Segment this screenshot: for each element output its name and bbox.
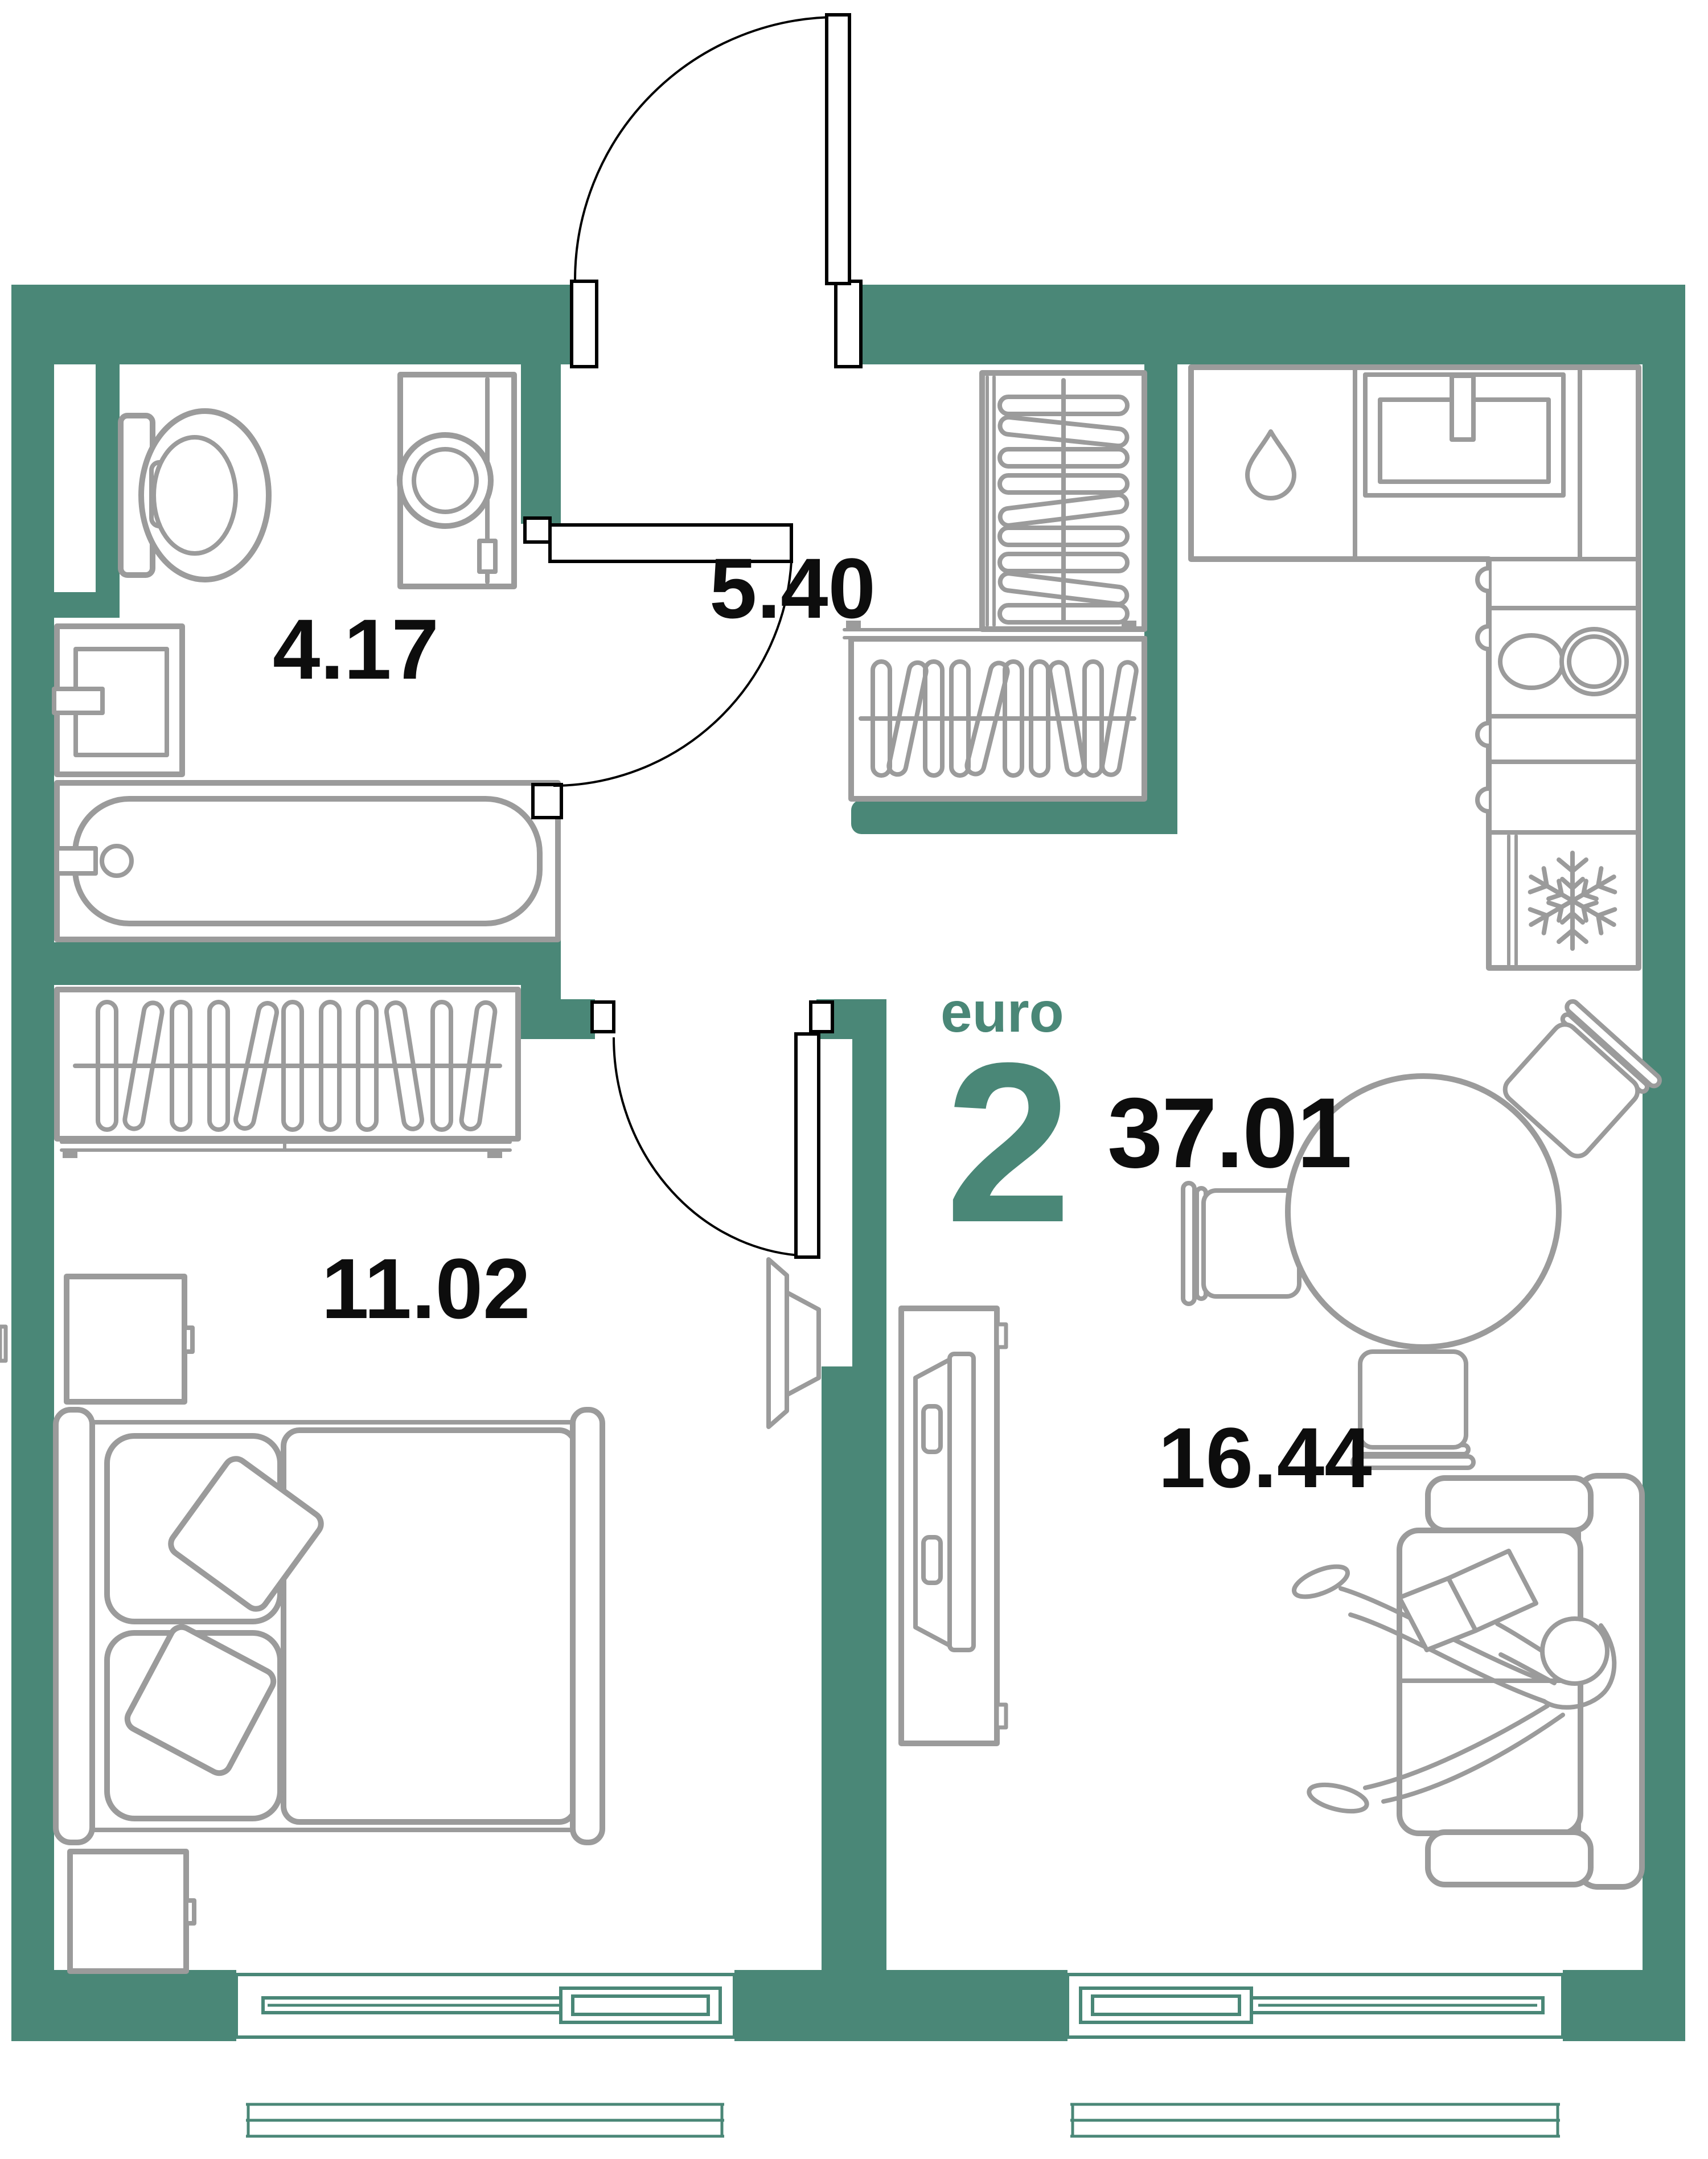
area-label-bedroom: 11.02 (321, 1241, 530, 1336)
bathroom-door-swing-arc (553, 561, 793, 787)
book (1397, 1549, 1538, 1652)
bed-footboard (570, 1407, 605, 1845)
bed-duvet (281, 1427, 578, 1825)
kitchen-counter (1188, 364, 1641, 971)
wall-top-left (11, 285, 596, 364)
dining-table (1285, 1073, 1562, 1350)
bed (53, 1407, 605, 1845)
wall-bottom-right (1563, 1970, 1685, 2041)
wall-living-partition-lower (822, 1366, 886, 2041)
walls (11, 285, 1685, 2041)
wall-left (11, 285, 54, 2041)
kitchen-sink (1363, 372, 1566, 498)
door-jamb (834, 280, 863, 368)
wall-bedroom-stub-left (521, 999, 595, 1039)
area-label-hallway: 5.40 (709, 540, 876, 636)
balcony-railing-right (1070, 2103, 1560, 2138)
bedroom-door (590, 1000, 834, 1259)
washbasin (52, 623, 185, 777)
entrance-door-swing-arc (574, 16, 839, 281)
droplet-icon (1245, 429, 1296, 500)
living-tv (913, 1352, 976, 1652)
entrance-door-leaf (825, 13, 851, 285)
unit-type-label: euro (941, 980, 1064, 1044)
bedroom-tv (0, 1257, 821, 1429)
unit-rooms-count: 2 (945, 1015, 1071, 1270)
washing-machine (397, 372, 517, 589)
stove-burners (1498, 627, 1629, 696)
pillow (104, 1433, 324, 1624)
area-label-living-kitchen: 16.44 (1158, 1410, 1372, 1505)
nightstand-upper (64, 1274, 195, 1405)
bedroom-door-swing-arc (613, 1037, 814, 1257)
entrance-door (570, 13, 863, 368)
wall-shaft-pilaster (96, 364, 120, 592)
window-living (1066, 1973, 1565, 2039)
wall-top-right (836, 285, 1685, 364)
wall-bottom-pier (734, 1970, 1068, 2041)
wall-kitchen-partition (1144, 364, 1177, 834)
door-jamb (531, 783, 563, 819)
wall-shaft-connector (54, 592, 120, 618)
window-bedroom (235, 1973, 736, 2039)
unit-total-area: 37.01 (1107, 1078, 1351, 1189)
area-label-bathroom: 4.17 (273, 601, 439, 697)
dining-chair-2 (1183, 1183, 1299, 1304)
person-reading (1292, 1549, 1617, 1814)
door-jamb (523, 516, 552, 544)
bedroom-wardrobe (54, 987, 521, 1158)
cabinet-handles (1475, 566, 1489, 814)
pillow (104, 1624, 283, 1821)
living-tv-cabinet (898, 1306, 1008, 1746)
sofa (1397, 1473, 1645, 1890)
door-jamb (590, 1000, 615, 1033)
balcony-railing-left (246, 2103, 724, 2138)
bedroom-door-leaf (794, 1032, 820, 1259)
bed-headboard (53, 1407, 95, 1845)
bathroom-door-leaf (548, 523, 793, 563)
hallway-wardrobe-tall (979, 370, 1147, 632)
wall-living-partition-upper (852, 999, 886, 1386)
hallway-wardrobe-wide (843, 621, 1147, 802)
bathtub (54, 780, 561, 942)
wall-bathroom-partition-top (521, 364, 561, 524)
bathroom-door (523, 516, 793, 819)
wall-hallway-band (851, 800, 1177, 834)
wall-bathroom-bottom (54, 942, 561, 985)
fridge (1507, 834, 1621, 966)
door-jamb (809, 1000, 834, 1033)
door-jamb (570, 280, 598, 368)
wall-bottom-left (11, 1970, 236, 2041)
wall-right (1643, 285, 1685, 2041)
toilet (118, 408, 272, 582)
nightstand-lower (67, 1849, 196, 1974)
dining-set (1183, 999, 1662, 1468)
